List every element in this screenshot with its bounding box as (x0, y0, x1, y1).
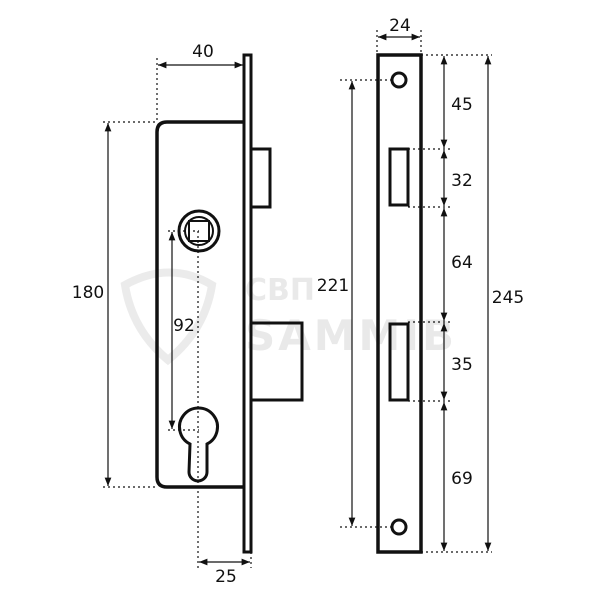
deadbolt (249, 321, 304, 402)
dim-center-distance-92: 92 (173, 316, 195, 336)
dim-segment-64: 64 (451, 253, 473, 273)
dim-depth-40: 40 (192, 42, 214, 62)
cylinder-cutout (178, 406, 219, 483)
dim-total-height-245: 245 (492, 288, 524, 308)
dim-width-24: 24 (389, 16, 411, 36)
dim-hole-spacing-221: 221 (317, 276, 349, 296)
lock-body (155, 120, 244, 489)
front-view: 24 221 45 32 64 35 69 245 (317, 16, 524, 554)
latch-slot (388, 147, 410, 207)
svg-text:SAMMIB: SAMMIB (245, 311, 457, 360)
dim-segment-32: 32 (451, 171, 473, 191)
dim-segment-35: 35 (451, 355, 473, 375)
dim-backset-25: 25 (215, 567, 237, 587)
side-faceplate (242, 53, 253, 554)
dim-body-height-180: 180 (72, 283, 104, 303)
dim-segment-69: 69 (451, 469, 473, 489)
screw-hole-bottom (390, 518, 408, 536)
latch-bolt (249, 147, 272, 209)
svg-text:СВП: СВП (245, 273, 315, 308)
screw-hole-top (390, 71, 408, 89)
deadbolt-slot (388, 322, 410, 402)
side-view: 40 180 92 25 (72, 42, 304, 587)
dim-segment-45: 45 (451, 95, 473, 115)
front-faceplate (376, 53, 423, 554)
